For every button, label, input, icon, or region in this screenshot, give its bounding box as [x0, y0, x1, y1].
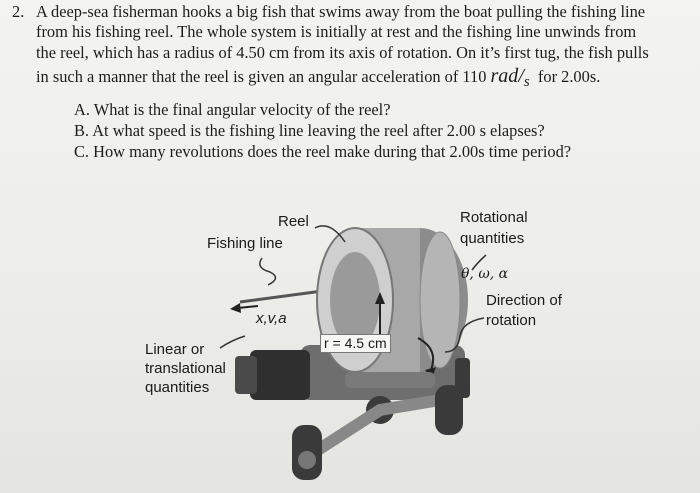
problem-line-2: from his fishing reel. The whole system … — [36, 22, 637, 41]
linear-label-2: translational — [145, 360, 226, 377]
reel-foot — [455, 358, 470, 398]
xva-label: x,v,a — [256, 310, 287, 327]
linear-arrow — [237, 305, 259, 309]
angular-acceleration-unit: rad/s — [490, 65, 530, 90]
crank-arm-right — [374, 394, 446, 416]
linear-pointer — [219, 335, 246, 349]
reel-label: Reel — [278, 213, 309, 230]
direction-label-1: Direction of — [486, 292, 562, 309]
rotational-label-1: Rotational — [460, 209, 528, 226]
handle-knob-left-cap — [298, 451, 316, 469]
rotational-pointer — [471, 254, 487, 271]
problem-line-4-duration: for 2.00s. — [537, 67, 601, 86]
question-b: B. At what speed is the fishing line lea… — [74, 121, 545, 140]
side-plate — [419, 231, 461, 369]
question-a: A. What is the final angular velocity of… — [74, 100, 391, 119]
direction-label-2: rotation — [486, 312, 537, 329]
linear-label-1: Linear or — [145, 341, 205, 358]
handle-arm — [345, 372, 435, 388]
linear-arrowhead — [230, 303, 241, 313]
unit-numerator: rad — [490, 65, 519, 87]
fishing-line-pointer — [259, 257, 277, 286]
problem-line-1: A deep-sea fisherman hooks a big fish th… — [36, 2, 646, 21]
question-c: C. How many revolutions does the reel ma… — [74, 142, 572, 161]
handle-knob-right — [435, 385, 463, 435]
radius-arrowhead — [375, 292, 385, 304]
problem-line-3: the reel, which has a radius of 4.50 cm … — [36, 43, 649, 62]
reel-side-cap — [250, 350, 310, 400]
reel-pointer — [314, 225, 346, 243]
problem-line-4: in such a manner that the reel is given … — [36, 65, 601, 90]
rotational-symbols: θ, ω, α — [461, 266, 509, 282]
fishing-line-label: Fishing line — [207, 235, 283, 252]
problem-line-4-text: in such a manner that the reel is given … — [36, 67, 487, 86]
linear-label-3: quantities — [145, 379, 210, 396]
reel-end-cap — [235, 356, 257, 394]
direction-pointer — [444, 317, 485, 353]
rotational-label-2: quantities — [460, 230, 525, 247]
radius-label: r = 4.5 cm — [320, 334, 391, 353]
unit-denominator: s — [523, 74, 530, 90]
spool-line-wound — [330, 252, 380, 348]
problem-number: 2. — [12, 2, 25, 21]
